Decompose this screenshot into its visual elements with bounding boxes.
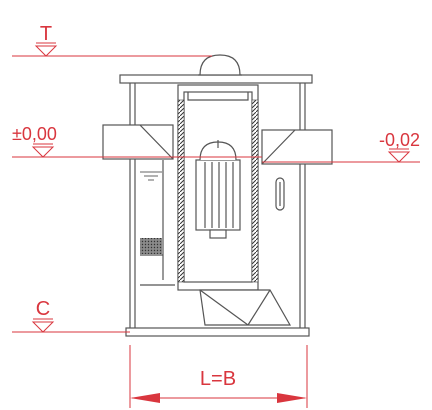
triangle-marker-icon: [31, 321, 55, 333]
level-marker-icons: [31, 42, 411, 333]
triangle-marker-icon: [387, 151, 411, 163]
tank-structure: [102, 54, 333, 337]
level-label-ground-left: ±0,00: [12, 124, 57, 144]
level-label-ground-right: -0,02: [379, 130, 420, 150]
triangle-marker-icon: [34, 45, 58, 57]
arrow-left-icon: [130, 393, 160, 403]
riser-wall-left: [177, 99, 185, 283]
triangle-marker-icon: [31, 146, 55, 158]
sediment-fill: [140, 238, 162, 254]
level-label-top: T: [40, 23, 52, 45]
arrow-right-icon: [277, 393, 307, 403]
water-level-mark: [140, 171, 162, 181]
riser-wall-right: [251, 99, 259, 283]
level-label-bottom: C: [36, 298, 50, 320]
width-dimension: [129, 345, 308, 408]
width-dimension-label: L=B: [200, 368, 236, 390]
